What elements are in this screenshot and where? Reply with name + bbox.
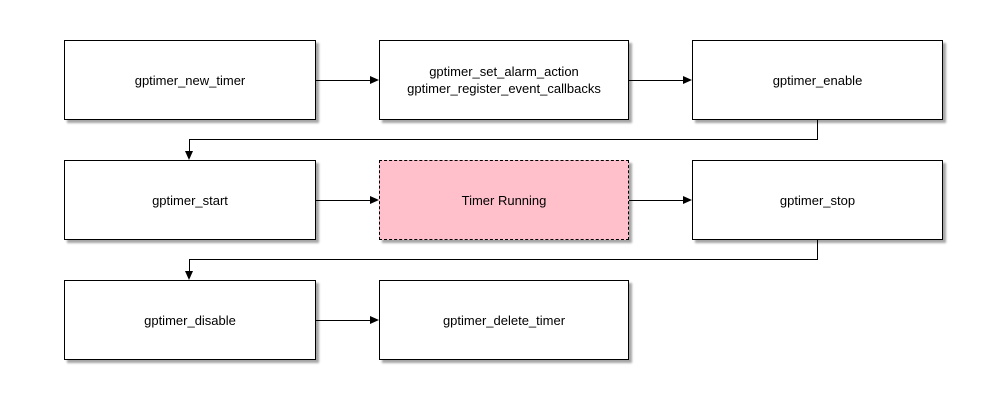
node-label-line1: gptimer_set_alarm_action xyxy=(429,64,579,79)
connector-enable-to-start-seg2 xyxy=(189,139,818,140)
node-gptimer-new-timer: gptimer_new_timer xyxy=(64,40,316,120)
node-label: gptimer_delete_timer xyxy=(442,312,566,328)
arrowhead-right-icon xyxy=(370,75,379,84)
node-label: gptimer_stop xyxy=(779,192,856,208)
connector-start-to-running-line xyxy=(316,199,370,201)
arrowhead-right-icon xyxy=(370,315,379,324)
node-gptimer-start: gptimer_start xyxy=(64,160,316,240)
node-label-line2: gptimer_register_event_callbacks xyxy=(407,81,601,96)
arrowhead-right-icon xyxy=(683,195,692,204)
connector-disable-to-delete-line xyxy=(316,319,370,321)
connector-enable-to-start-seg3 xyxy=(189,139,190,152)
connector-running-to-stop-line xyxy=(629,199,683,201)
node-label: gptimer_new_timer xyxy=(134,72,246,88)
node-label: gptimer_start xyxy=(152,192,228,208)
connector-enable-to-start-seg1 xyxy=(817,120,818,139)
node-label: gptimer_enable xyxy=(772,72,863,88)
arrowhead-down-icon xyxy=(185,151,193,160)
connector-new-to-setalarm-line xyxy=(316,79,370,81)
node-gptimer-set-alarm-action: gptimer_set_alarm_action gptimer_registe… xyxy=(379,40,629,120)
arrowhead-right-icon xyxy=(683,75,692,84)
connector-stop-to-disable-seg2 xyxy=(189,259,818,260)
connector-stop-to-disable-seg1 xyxy=(817,240,818,259)
node-gptimer-enable: gptimer_enable xyxy=(692,40,943,120)
connector-stop-to-disable-seg3 xyxy=(189,259,190,272)
arrowhead-right-icon xyxy=(370,195,379,204)
node-timer-running: Timer Running xyxy=(379,160,629,240)
node-gptimer-disable: gptimer_disable xyxy=(64,280,316,360)
node-label: Timer Running xyxy=(461,192,547,208)
node-gptimer-stop: gptimer_stop xyxy=(692,160,943,240)
arrowhead-down-icon xyxy=(185,271,193,280)
node-label: gptimer_disable xyxy=(144,312,236,328)
connector-setalarm-to-enable-line xyxy=(629,79,683,81)
node-gptimer-delete-timer: gptimer_delete_timer xyxy=(379,280,629,360)
